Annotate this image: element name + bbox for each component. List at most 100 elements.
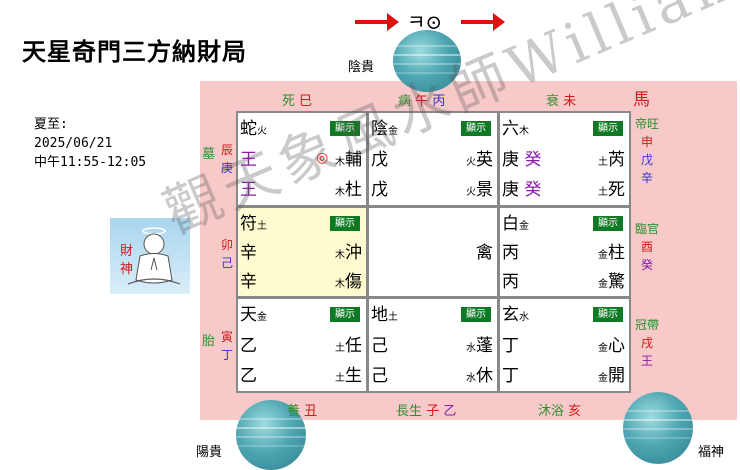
stem-label: 王	[640, 354, 653, 368]
right-label-xu: 冠帶 戌 王	[632, 318, 662, 369]
door: 火景	[466, 180, 493, 200]
deity: 蛇火	[240, 119, 267, 139]
show-button[interactable]: 顯示	[593, 121, 623, 136]
branch-label: 丑	[304, 404, 318, 419]
stage-label: 死	[282, 94, 296, 109]
door: 土生	[335, 366, 362, 386]
door: 金開	[598, 366, 625, 386]
door: 水休	[466, 366, 493, 386]
heaven-stem: 王	[240, 150, 257, 170]
heaven-stem: 戊	[371, 150, 388, 170]
stem-label: 乙	[443, 404, 457, 419]
stage-label: 衰	[546, 94, 560, 109]
bottom-label-chou: 養 丑	[287, 400, 317, 419]
left-stage-tai: 胎	[202, 334, 216, 349]
branch-label: 戌	[640, 336, 653, 350]
door: 木杜	[335, 180, 362, 200]
branch-label: 申	[640, 135, 653, 149]
wealth-god-label-2: 神	[120, 262, 134, 277]
palace-8: 地土 顯示 己 水蓬 己 水休	[369, 299, 497, 391]
left-label-chen: 辰 庚	[219, 143, 235, 176]
deity: 玄水	[502, 305, 529, 325]
show-button[interactable]: 顯示	[593, 216, 623, 231]
show-button[interactable]: 顯示	[461, 121, 491, 136]
deity: 地土	[371, 305, 398, 325]
water-orb-bottom-left	[236, 400, 306, 470]
meditating-figure-icon	[127, 227, 181, 285]
star: 木沖	[335, 243, 362, 263]
palace-6: 白金 顯示 丙 金柱 丙 金驚	[500, 208, 629, 296]
earth-stem: 戊	[371, 180, 388, 200]
palace-9: 玄水 顯示 丁 金心 丁 金開	[500, 299, 629, 391]
door: 木傷	[335, 272, 362, 292]
star: 金柱	[598, 243, 625, 263]
earth-stem: 丙	[502, 272, 519, 292]
top-label-si: 死 巳	[282, 90, 312, 109]
stage-label: 長生	[396, 404, 423, 419]
star: 火英	[466, 150, 493, 170]
branch-label: 卯	[220, 238, 233, 252]
bottom-label-zi: 長生 子 乙	[396, 400, 456, 419]
water-orb-bottom-right	[623, 392, 693, 464]
heaven-stem: 己	[371, 336, 388, 356]
star: 水蓬	[466, 336, 493, 356]
top-label-wei: 衰 未	[546, 90, 576, 109]
palace-1: 蛇火 顯示 王 ◎ 木輔 王 木杜	[238, 113, 366, 205]
solar-term-info: 夏至: 2025/06/21 中午11:55-12:05	[34, 115, 146, 172]
stage-label: 帝旺	[634, 117, 659, 131]
palace-2: 陰金 顯示 戊 火英 戊 火景	[369, 113, 497, 205]
wealth-god-label-1: 財	[120, 244, 134, 259]
heaven-stem: 丙	[502, 243, 519, 263]
palace-3: 六木 顯示 庚 癸 土芮 庚 癸 土死	[500, 113, 629, 205]
show-button[interactable]: 顯示	[330, 307, 360, 322]
branch-label: 巳	[299, 94, 313, 109]
corner-label-bottom-right: 福神	[698, 445, 725, 460]
stem-label: 庚	[220, 161, 233, 175]
earth-stem: 乙	[240, 366, 257, 386]
corner-label-top: 陰貴	[348, 60, 375, 75]
solar-term: 夏至:	[34, 117, 68, 132]
star: 木輔	[335, 150, 362, 170]
show-button[interactable]: 顯示	[461, 307, 491, 322]
stem-label: 丙	[432, 94, 446, 109]
show-button[interactable]: 顯示	[330, 121, 360, 136]
door: 土死	[598, 180, 625, 200]
palace-7: 天金 顯示 乙 土任 乙 土生	[238, 299, 366, 391]
date-text: 2025/06/21	[34, 136, 113, 151]
stage-label: 沐浴	[538, 404, 565, 419]
heaven-stem: 乙	[240, 336, 257, 356]
stage-label: 養	[287, 404, 301, 419]
stage-label: 冠帶	[634, 318, 659, 332]
water-orb-top	[393, 30, 461, 92]
time-range: 中午11:55-12:05	[34, 155, 147, 170]
branch-label: 寅	[220, 330, 233, 344]
page-title: 天星奇門三方納財局	[22, 37, 247, 66]
branch-label: 未	[563, 94, 577, 109]
earth-stem: 庚 癸	[502, 180, 542, 200]
earth-stem: 丁	[502, 366, 519, 386]
show-button[interactable]: 顯示	[330, 216, 360, 231]
show-button[interactable]: 顯示	[593, 307, 623, 322]
stem-label: 戊	[640, 153, 653, 167]
stem-label: 癸	[640, 258, 653, 272]
earth-stem: 辛	[240, 272, 257, 292]
door: 金驚	[598, 272, 625, 292]
stem-label: 己	[220, 256, 233, 270]
arrow-right-icon	[355, 13, 399, 31]
right-label-shen: 帝旺 申 戊 辛	[632, 117, 662, 186]
bullseye-icon: ◎	[316, 150, 329, 166]
star: 金心	[598, 336, 625, 356]
palace-4: 符土 顯示 辛 木沖 辛 木傷	[238, 208, 366, 296]
deity: 六木	[502, 119, 529, 139]
left-label-mao: 卯 己	[219, 238, 235, 271]
deity: 天金	[240, 305, 267, 325]
branch-label: 辰	[220, 143, 233, 157]
deity: 符土	[240, 214, 267, 234]
heaven-stem: 庚 癸	[502, 150, 542, 170]
deity: 陰金	[371, 119, 398, 139]
star: 土任	[335, 336, 362, 356]
wealth-god-image: 財 神	[110, 218, 190, 294]
branch-label: 子	[426, 404, 440, 419]
earth-stem: 己	[371, 366, 388, 386]
palace-5: 禽	[369, 208, 497, 296]
